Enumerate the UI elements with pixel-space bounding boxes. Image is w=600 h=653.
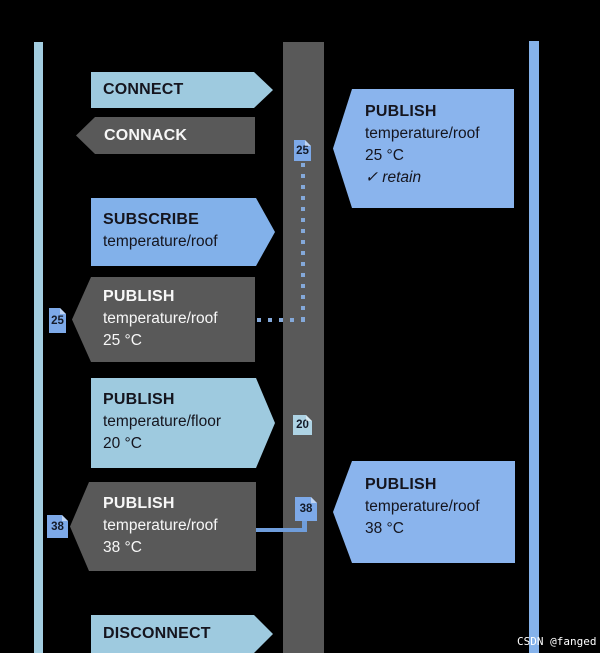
- client-lifeline-bar: [34, 42, 43, 653]
- broker-publish-38-label: PUBLISH: [365, 476, 437, 493]
- badge-left-25-value: 25: [51, 314, 64, 327]
- publish-flow-connector-stem: [302, 519, 307, 532]
- subscribe-topic: temperature/roof: [103, 233, 218, 250]
- broker-publish-25-retained-balloon: PUBLISH temperature/roof 25 °C ✓ retain: [333, 89, 514, 208]
- broker-publish-25-label: PUBLISH: [365, 103, 437, 120]
- message-arrow-publish-floor-20: PUBLISH temperature/floor 20 °C: [91, 378, 275, 468]
- publish-floor-20-value: 20 °C: [103, 435, 142, 452]
- connect-label: CONNECT: [103, 81, 184, 98]
- broker-lifeline-bar: [283, 42, 324, 653]
- badge-left-38-value: 38: [51, 520, 64, 533]
- badge-broker-20-value: 20: [296, 419, 309, 431]
- publish-roof-25-topic: temperature/roof: [103, 310, 218, 327]
- broker-publish-38-balloon: PUBLISH temperature/roof 38 °C: [333, 461, 515, 563]
- connack-label: CONNACK: [104, 126, 188, 144]
- publish-roof-25-label: PUBLISH: [103, 288, 175, 305]
- subscribe-label: SUBSCRIBE: [103, 211, 200, 228]
- publish-floor-20-topic: temperature/floor: [103, 413, 222, 430]
- packet-id-badge-broker-25: 25: [294, 140, 311, 161]
- dotted-retain-flow-vertical: [301, 163, 305, 319]
- packet-id-badge-broker-20: 20: [293, 415, 312, 435]
- publish-roof-38-value: 38 °C: [103, 539, 142, 556]
- packet-id-badge-left-38: 38: [47, 515, 68, 538]
- message-arrow-subscribe: SUBSCRIBE temperature/roof: [91, 198, 275, 266]
- publish-roof-38-topic: temperature/roof: [103, 517, 218, 534]
- message-arrow-connack: CONNACK: [76, 117, 255, 154]
- broker-publish-25-value: 25 °C: [365, 147, 404, 164]
- packet-id-badge-broker-38: 38: [295, 497, 317, 521]
- dotted-retain-flow-horizontal: [257, 318, 306, 322]
- watermark: CSDN @fanged: [517, 635, 597, 648]
- badge-broker-25-value: 25: [296, 144, 309, 157]
- publish-roof-25-value: 25 °C: [103, 332, 142, 349]
- message-arrow-disconnect: DISCONNECT: [91, 615, 273, 653]
- message-arrow-publish-roof-38: PUBLISH temperature/roof 38 °C: [70, 482, 256, 571]
- publish-roof-38-label: PUBLISH: [103, 495, 175, 512]
- message-arrow-connect: CONNECT: [91, 72, 273, 108]
- broker-publish-25-retain-flag: ✓ retain: [365, 169, 422, 186]
- broker-publish-25-topic: temperature/roof: [365, 125, 480, 142]
- packet-id-badge-left-25: 25: [49, 308, 66, 333]
- publish-flow-connector-horizontal: [256, 528, 307, 532]
- broker-publish-38-topic: temperature/roof: [365, 498, 480, 515]
- broker-publish-38-value: 38 °C: [365, 520, 404, 537]
- publish-floor-20-label: PUBLISH: [103, 391, 175, 408]
- subscriber-lifeline-bar: [529, 41, 539, 653]
- message-arrow-publish-roof-25: PUBLISH temperature/roof 25 °C: [72, 277, 255, 362]
- badge-broker-38-value: 38: [299, 503, 313, 515]
- disconnect-label: DISCONNECT: [103, 625, 211, 642]
